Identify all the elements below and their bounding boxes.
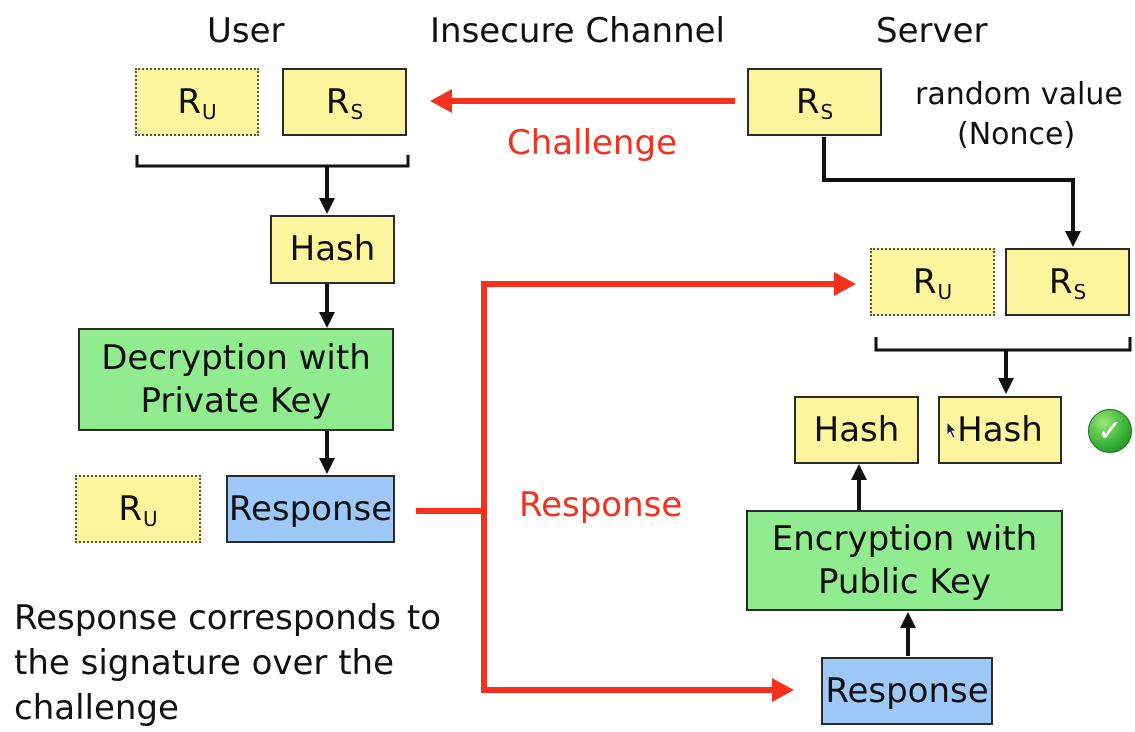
challenge-arrow-head	[430, 89, 452, 113]
server-response-label: Response	[825, 670, 989, 711]
check-circle-icon: ✓	[1088, 409, 1132, 453]
user-response-box: Response	[226, 475, 395, 543]
response-flow-label: Response	[519, 485, 683, 525]
server-rs-to-rs-connector	[822, 137, 1075, 234]
user-header: User	[207, 11, 285, 51]
server-rs-sub: S	[1073, 279, 1087, 304]
user-hash-label: Hash	[289, 229, 376, 270]
decryption-box: Decryption with Private Key	[78, 328, 394, 431]
nonce-label-line2: (Nonce)	[957, 117, 1076, 152]
server-hash-right-label: Hash	[957, 409, 1043, 450]
encryption-line1: Encryption with	[771, 519, 1038, 559]
footnote-line3: challenge	[14, 688, 179, 728]
server-hash-right-box: Hash	[938, 396, 1062, 464]
user-rs-sub: S	[350, 99, 364, 124]
server-bracket	[874, 337, 1132, 352]
insecure-channel-header: Insecure Channel	[430, 11, 725, 51]
server-ru-sub: U	[937, 279, 953, 304]
user-hash-box: Hash	[270, 215, 395, 284]
server-header: Server	[876, 11, 988, 51]
server-response-box: Response	[821, 657, 993, 725]
footnote: Response corresponds to the signature ov…	[14, 596, 454, 731]
decryption-line1: Decryption with	[101, 338, 371, 378]
server-rs-main: R	[1048, 261, 1073, 302]
user-ru-bottom-sub: U	[142, 506, 158, 531]
server-hash-left-box: Hash	[794, 396, 919, 464]
mouse-pointer-icon	[946, 421, 958, 443]
footnote-line2: the signature over the	[14, 643, 394, 683]
encryption-box: Encryption with Public Key	[746, 510, 1063, 611]
user-ru-main: R	[177, 81, 201, 122]
server-rs-top-sub: S	[820, 99, 834, 124]
user-ru-sub: U	[201, 99, 217, 124]
server-ru-main: R	[912, 261, 937, 302]
footnote-line1: Response corresponds to	[14, 598, 442, 638]
user-ru-bottom-main: R	[118, 488, 142, 529]
nonce-label-line1: random value	[915, 77, 1123, 112]
server-hash-left-label: Hash	[813, 409, 900, 450]
user-response-label: Response	[228, 488, 393, 529]
decryption-line2: Private Key	[140, 380, 332, 421]
server-rs-top-main: R	[795, 81, 820, 122]
user-rs-main: R	[325, 81, 350, 122]
challenge-label: Challenge	[507, 123, 677, 163]
user-bracket	[135, 155, 410, 168]
encryption-line2: Public Key	[817, 561, 992, 602]
